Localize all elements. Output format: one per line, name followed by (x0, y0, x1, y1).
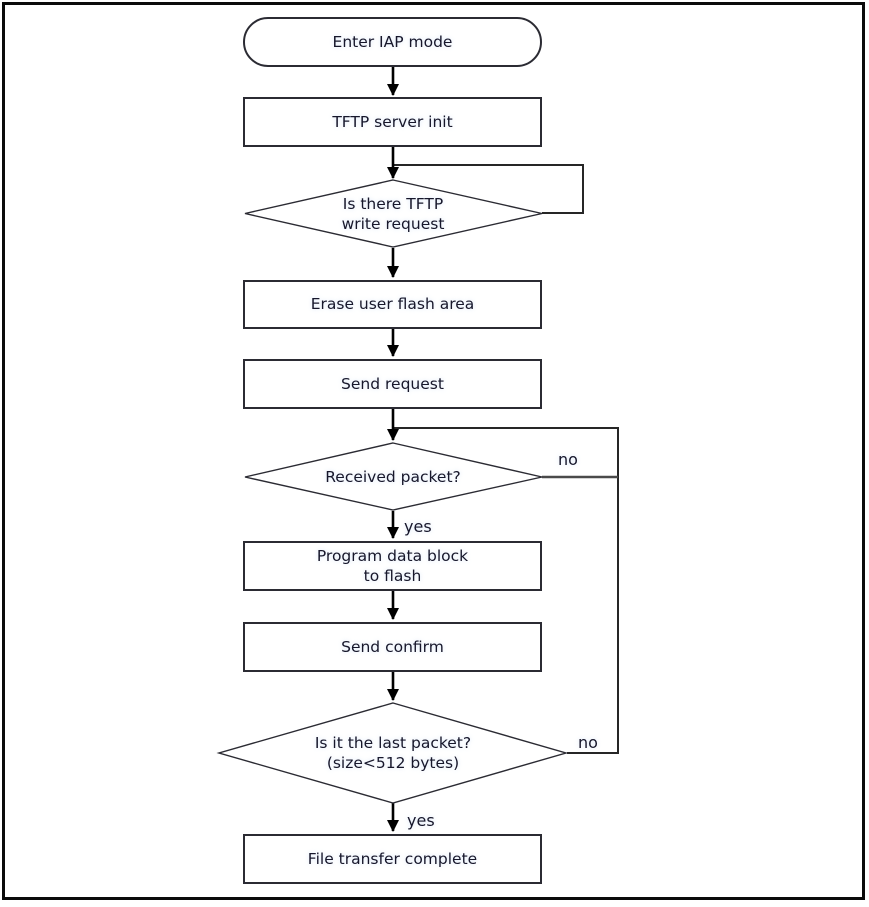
decision-last-packet-diamond (216, 702, 569, 804)
node-erase-user-flash-label: Erase user flash area (310, 295, 475, 314)
node-file-transfer-complete-label: File transfer complete (307, 849, 478, 868)
node-program-data-block-label: Program data block to flash (316, 546, 469, 585)
loop-write-request (394, 164, 584, 214)
node-send-request: Send request (243, 359, 542, 409)
node-start-label: Enter IAP mode (332, 32, 453, 51)
node-file-transfer-complete: File transfer complete (243, 834, 542, 884)
decision-received-packet-diamond (244, 442, 543, 511)
node-send-confirm-label: Send confirm (341, 637, 444, 656)
decision-write-request-diamond (244, 179, 543, 248)
edge-label-last-packet-no: no (578, 733, 598, 752)
node-send-request-label: Send request (341, 374, 444, 393)
node-start: Enter IAP mode (243, 17, 542, 67)
edge-label-last-packet-yes: yes (407, 811, 435, 830)
node-erase-user-flash: Erase user flash area (243, 280, 542, 329)
node-tftp-write-request-label: Is there TFTP write request (341, 194, 445, 233)
node-last-packet-label: Is it the last packet? (size<512 bytes) (314, 733, 472, 772)
edge-label-received-packet-yes: yes (404, 517, 432, 536)
loop-no-rail (394, 427, 619, 754)
node-tftp-server-init-label: TFTP server init (332, 112, 453, 131)
node-tftp-server-init: TFTP server init (243, 97, 542, 147)
edge-label-received-packet-no: no (558, 450, 578, 469)
node-received-packet-label: Received packet? (325, 467, 461, 486)
node-program-data-block: Program data block to flash (243, 541, 542, 591)
node-send-confirm: Send confirm (243, 622, 542, 672)
